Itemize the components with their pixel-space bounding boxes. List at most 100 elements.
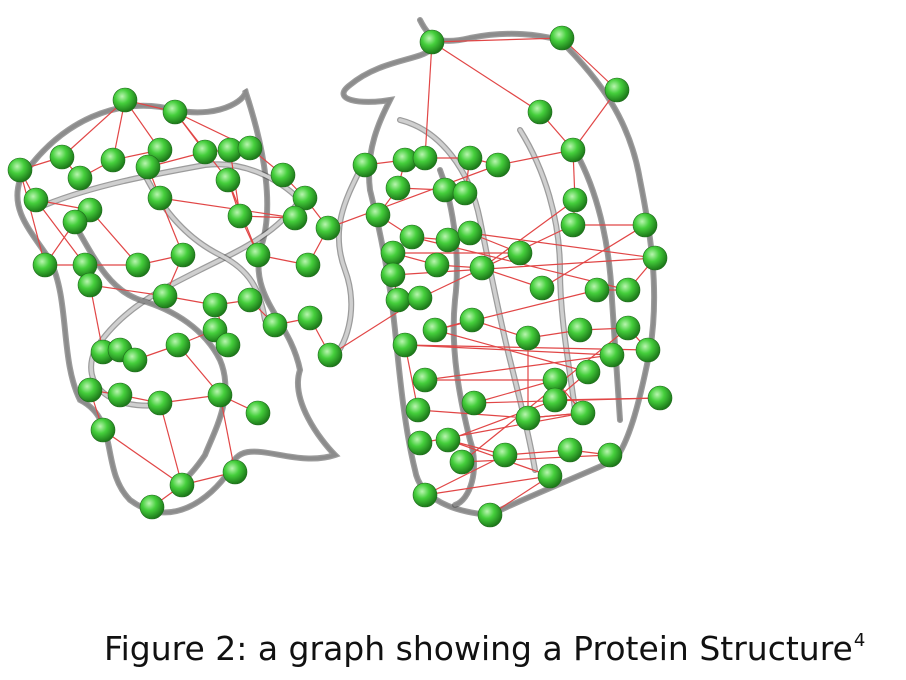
residue-node (90, 417, 116, 443)
residue-node (537, 463, 563, 489)
contact-edge (424, 454, 506, 496)
residue-node (100, 147, 126, 173)
residue-node (642, 245, 668, 271)
residue-node (245, 242, 271, 268)
residue-node (485, 152, 511, 178)
residue-node (162, 99, 188, 125)
residue-node (597, 442, 623, 468)
residue-node (405, 397, 431, 423)
contact-edge (424, 475, 551, 496)
protein-ribbon-backbone (14, 17, 658, 519)
contact-edge (35, 199, 86, 266)
residue-node (515, 325, 541, 351)
contact-edge (61, 99, 126, 158)
contact-edge (434, 329, 589, 373)
residue-node (449, 449, 475, 475)
residue-node (295, 252, 321, 278)
residue-node (207, 382, 233, 408)
residue-node (424, 252, 450, 278)
residue-node (557, 437, 583, 463)
protein-ribbon-segment (328, 168, 362, 362)
residue-node (507, 240, 533, 266)
residue-node (412, 367, 438, 393)
contact-edge (419, 224, 574, 299)
residue-node (459, 307, 485, 333)
contact-edge (327, 164, 499, 229)
residue-node (407, 285, 433, 311)
residue-node (107, 382, 133, 408)
residue-node (635, 337, 661, 363)
protein-ribbon-segment (438, 168, 476, 507)
residue-node (407, 430, 433, 456)
residue-node (560, 137, 586, 163)
contact-edge (447, 399, 556, 441)
residue-node (245, 400, 271, 426)
residue-nodes (7, 25, 673, 528)
residue-node (147, 137, 173, 163)
contact-edge (481, 199, 576, 269)
residue-node (435, 427, 461, 453)
residue-node (165, 332, 191, 358)
protein-ribbon-segment (43, 162, 303, 408)
residue-node (227, 203, 253, 229)
residue-node (352, 152, 378, 178)
residue-node (152, 283, 178, 309)
residue-node (317, 342, 343, 368)
residue-node (139, 494, 165, 520)
contact-edge (541, 224, 646, 289)
protein-structure-graph (7, 17, 673, 528)
residue-node (380, 262, 406, 288)
residue-node (549, 25, 575, 51)
residue-node (125, 252, 151, 278)
residue-node (452, 180, 478, 206)
contact-edge (431, 37, 563, 43)
caption-text: Figure 2: a graph showing a Protein Stru… (104, 629, 853, 668)
contact-edge (219, 394, 236, 473)
residue-node (262, 312, 288, 338)
residue-node (77, 377, 103, 403)
protein-ribbon-segment (73, 223, 228, 487)
residue-node (392, 332, 418, 358)
residue-node (169, 472, 195, 498)
residue-node (237, 287, 263, 313)
residue-node (469, 255, 495, 281)
contact-edge (473, 379, 556, 404)
residue-node (292, 185, 318, 211)
residue-node (412, 482, 438, 508)
residue-node (222, 459, 248, 485)
residue-node (270, 162, 296, 188)
contact-edge (572, 89, 618, 151)
residue-node (170, 242, 196, 268)
residue-node (23, 187, 49, 213)
residue-node (477, 502, 503, 528)
residue-node (599, 342, 625, 368)
residue-node (529, 275, 555, 301)
residue-node (492, 442, 518, 468)
residue-node (435, 227, 461, 253)
residue-node (237, 135, 263, 161)
residue-node (297, 305, 323, 331)
residue-node (412, 145, 438, 171)
residue-node (562, 187, 588, 213)
residue-node (604, 77, 630, 103)
protein-ribbon-segment (518, 128, 577, 412)
residue-node (192, 139, 218, 165)
residue-node (560, 212, 586, 238)
residue-node (62, 209, 88, 235)
residue-node (282, 205, 308, 231)
residue-node (215, 332, 241, 358)
residue-node (399, 224, 425, 250)
footnote-reference: 4 (853, 630, 866, 651)
residue-node (419, 29, 445, 55)
residue-node (135, 154, 161, 180)
residue-node (7, 157, 33, 183)
residue-node (457, 220, 483, 246)
contact-edge (102, 429, 183, 486)
residue-node (567, 317, 593, 343)
residue-node (77, 272, 103, 298)
protein-ribbon-segment (15, 88, 339, 514)
residue-node (380, 240, 406, 266)
contact-edge (469, 232, 656, 259)
residue-node (422, 317, 448, 343)
